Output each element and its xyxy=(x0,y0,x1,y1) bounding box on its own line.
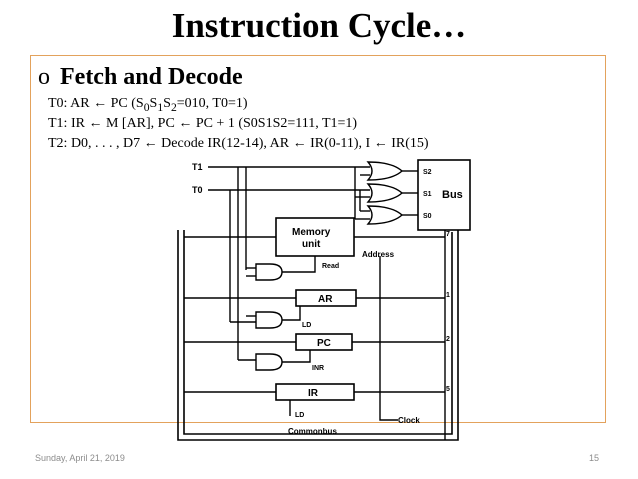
micro-op-t2: T2: D0, . . . , D7 ← Decode IR(12-14), A… xyxy=(48,136,429,151)
inr-label: INR xyxy=(312,365,324,372)
or-gate-s0 xyxy=(366,205,404,225)
or-gate-s1 xyxy=(366,183,404,203)
bus-line-1: 1 xyxy=(446,292,450,299)
page-number: 15 xyxy=(589,453,600,463)
s0-label: S0 xyxy=(423,213,432,220)
read-label: Read xyxy=(322,263,339,270)
ld-label-ar: LD xyxy=(302,322,311,329)
and-gate-inr xyxy=(255,353,283,371)
address-label: Address xyxy=(362,250,395,259)
t1-label: T1 xyxy=(192,162,203,172)
bus-box xyxy=(417,159,471,231)
micro-op-t0: T0: AR ← PC (S0S1S2=010, T0=1) xyxy=(48,96,248,114)
t0-label: T0 xyxy=(192,185,203,195)
bullet-marker: o xyxy=(38,64,50,90)
s1-label: S1 xyxy=(423,191,432,198)
ar-label: AR xyxy=(318,294,333,305)
commonbus-label: Commonbus xyxy=(288,427,337,436)
micro-op-t1: T1: IR ← M [AR], PC ← PC + 1 (S0S1S2=111… xyxy=(48,116,358,131)
and-gate-read xyxy=(255,263,283,281)
and-gate-ld-ar xyxy=(255,311,283,329)
bus-line-2: 2 xyxy=(446,336,450,343)
slide-title: Instruction Cycle… xyxy=(171,6,467,45)
ld-label-ir: LD xyxy=(295,412,304,419)
s2-label: S2 xyxy=(423,169,432,176)
memory-label-2: unit xyxy=(302,239,321,250)
bus-label: Bus xyxy=(442,189,463,201)
section-heading: o Fetch and Decode xyxy=(38,64,243,90)
ir-label: IR xyxy=(308,388,319,399)
content-box xyxy=(30,55,606,423)
bus-line-5: 5 xyxy=(446,386,450,393)
footer-date: Sunday, April 21, 2019 xyxy=(35,453,125,463)
pc-label: PC xyxy=(317,338,331,349)
bus-line-7: 7 xyxy=(446,231,450,238)
clock-label: Clock xyxy=(398,416,420,425)
or-gate-s2 xyxy=(366,161,404,181)
memory-label-1: Memory xyxy=(292,227,331,238)
heading-text: Fetch and Decode xyxy=(60,64,243,90)
